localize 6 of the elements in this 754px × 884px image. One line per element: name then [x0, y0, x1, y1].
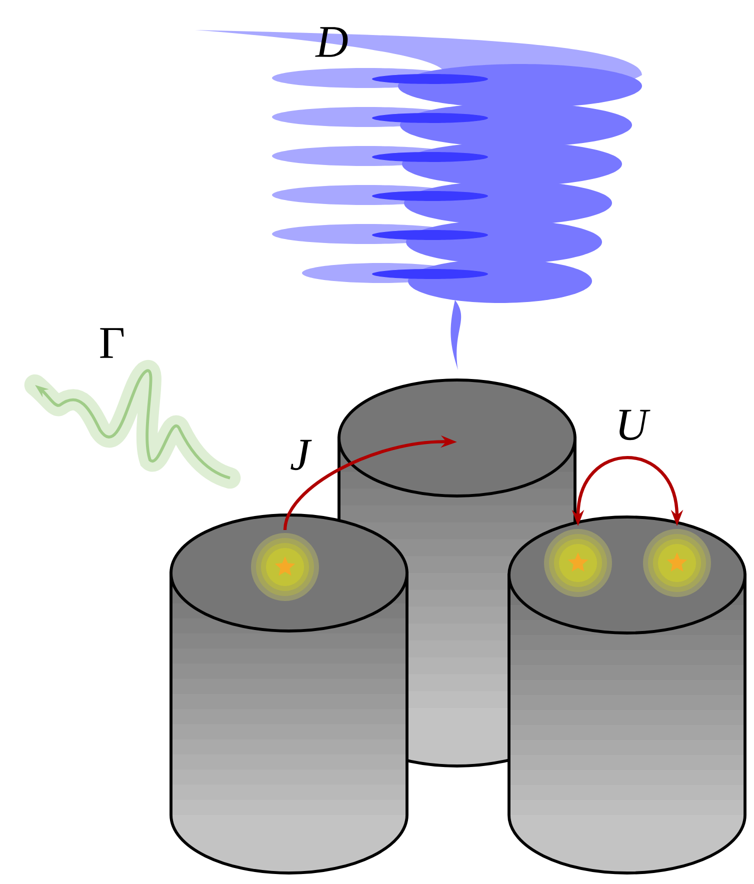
symbol-label: D: [315, 27, 348, 57]
edge-label: J: [290, 440, 312, 470]
cylinder: [508, 516, 746, 874]
cylinder: [170, 514, 408, 874]
symbol-label: Γ: [100, 328, 124, 358]
edge-label: U: [619, 410, 650, 440]
